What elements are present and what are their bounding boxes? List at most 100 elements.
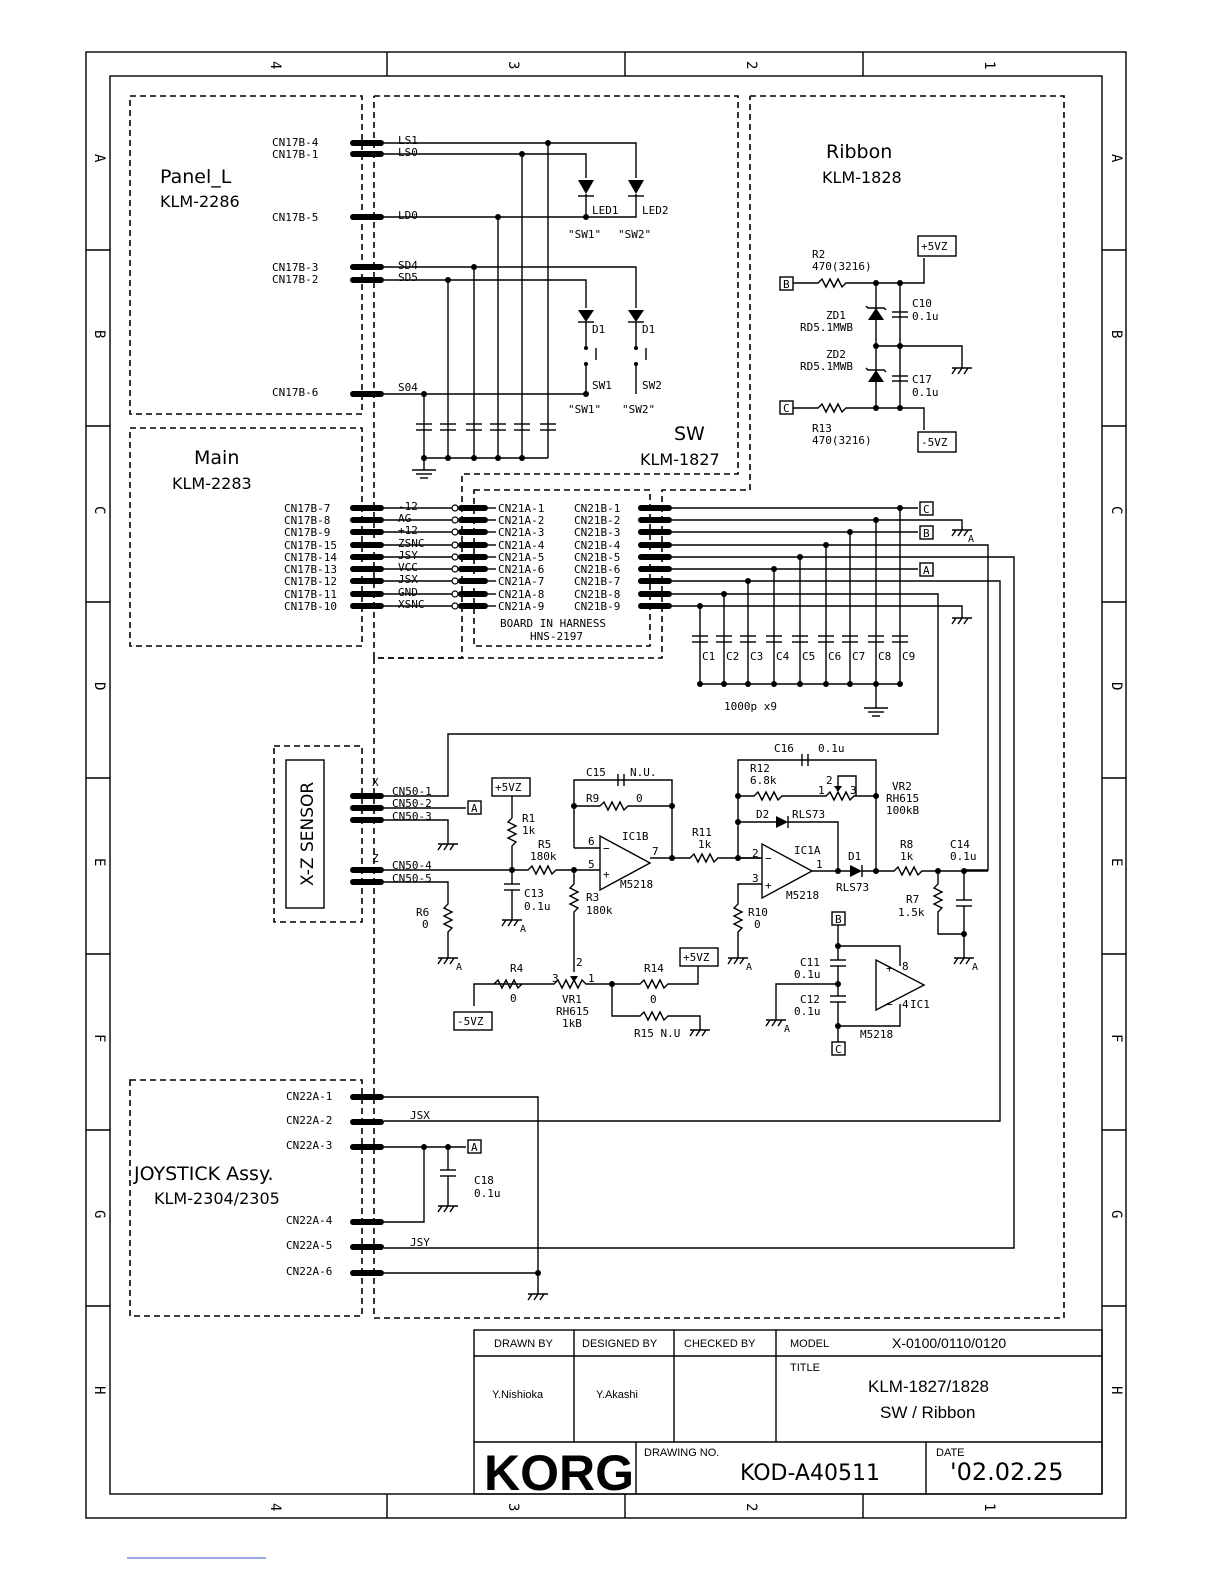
r12-label: R12	[750, 762, 770, 775]
tag-a: A	[471, 802, 478, 815]
date-value: '02.02.25	[950, 1458, 1063, 1486]
net-label: LS1	[398, 134, 418, 147]
r12-value: 6.8k	[750, 774, 777, 787]
ic1-part: M5218	[860, 1028, 893, 1041]
net-jsy: JSY	[410, 1236, 430, 1249]
row-label: B	[91, 330, 107, 338]
cn22a-pin: CN22A-3	[286, 1139, 332, 1152]
junction-dot	[721, 681, 727, 687]
row-label: D	[91, 682, 107, 690]
cn21a-pin-bar	[458, 603, 488, 609]
row-label: F	[1108, 1034, 1124, 1042]
junction-dot	[847, 529, 853, 535]
cn17b-pin-bar	[350, 566, 384, 572]
tag-b: B	[923, 527, 930, 540]
row-label: H	[91, 1386, 107, 1394]
drawing-no-header: DRAWING NO.	[644, 1447, 719, 1459]
net-label: VCC	[398, 561, 418, 574]
d1-part: RLS73	[836, 881, 869, 894]
cn17b-pin: CN17B-11	[284, 588, 337, 601]
vr2-label: VR2	[892, 780, 912, 793]
c10-label: C10	[912, 297, 932, 310]
c13-label: C13	[524, 887, 544, 900]
designed-by-value: Y.Akashi	[596, 1389, 638, 1401]
sw2-quote: "SW2"	[622, 403, 655, 416]
r9-label: R9	[586, 792, 599, 805]
ic1-plus: +	[886, 962, 893, 975]
cap-label: C5	[802, 650, 815, 663]
cn17b-pin: CN17B-13	[284, 563, 337, 576]
cn21b-pin-bar	[638, 529, 672, 535]
junction-dot	[897, 681, 903, 687]
net-label: SD5	[398, 271, 418, 284]
c10-value: 0.1u	[912, 310, 939, 323]
r7-label: R7	[906, 893, 919, 906]
m5vz-label: -5VZ	[921, 436, 948, 449]
cn21b-pin: CN21B-4	[574, 539, 621, 552]
cn50-pin: CN50-5	[392, 872, 432, 885]
ic1b-label: IC1B	[622, 830, 649, 843]
r4-label: R4	[510, 962, 524, 975]
cn21a-pin-bar	[458, 529, 488, 535]
open-contact	[451, 528, 459, 536]
checked-by-header: CHECKED BY	[684, 1338, 756, 1350]
sensor-block-name: X-Z SENSOR	[298, 782, 318, 886]
tag-b: B	[835, 913, 842, 926]
row-label: G	[1108, 1210, 1124, 1218]
cn21b-pin-bar	[638, 566, 672, 572]
sensor-connector: CN50-1 CN50-2 CN50-3 CN50-4 CN50-5 X Z A	[350, 776, 512, 896]
cap-label: C2	[726, 650, 739, 663]
p5vz-label: +5VZ	[495, 781, 522, 794]
ribbon-power-circuit: B C +5VZ -5VZ R2 470(3216) R13 470(3216)…	[779, 235, 972, 453]
cn21b-pin-bar	[638, 517, 672, 523]
tag-c: C	[835, 1043, 842, 1056]
sw2-label: SW2	[642, 379, 662, 392]
vr1-pin3: 3	[552, 972, 559, 985]
r3-label: R3	[586, 891, 599, 904]
net-label: +12	[398, 524, 418, 537]
panel-connectors: CN17B-4 CN17B-1 CN17B-5 CN17B-3 CN17B-2 …	[272, 134, 418, 399]
tag-a: A	[923, 564, 930, 577]
main-block-part: KLM-2283	[172, 474, 252, 493]
pin7: 7	[652, 845, 659, 858]
junction-dot	[771, 566, 777, 572]
m5vz-label: -5VZ	[457, 1015, 484, 1028]
junction-dot	[771, 681, 777, 687]
model-value: X-0100/0110/0120	[892, 1335, 1006, 1351]
sw2-quote: "SW2"	[618, 228, 651, 241]
r8-label: R8	[900, 838, 913, 851]
cn17b-pin: CN17B-3	[272, 261, 318, 274]
r10-label: R10	[748, 906, 768, 919]
cn21a-pin-bar	[458, 517, 488, 523]
cn21a-pin: CN21A-2	[498, 514, 544, 527]
cn17b-pin: CN17B-5	[272, 211, 318, 224]
junction-dot	[873, 681, 879, 687]
r9-value: 0	[636, 792, 643, 805]
junction-dot	[697, 603, 703, 609]
gnd-a: A	[520, 924, 526, 935]
net-label: JSX	[398, 573, 418, 586]
cap-label: C9	[902, 650, 915, 663]
cn17b-pin-bar	[350, 578, 384, 584]
cap-label: C8	[878, 650, 891, 663]
open-contact	[451, 541, 459, 549]
ic1b-minus: −	[603, 842, 610, 855]
c12-value: 0.1u	[794, 1005, 821, 1018]
cn22a-pin: CN22A-4	[286, 1214, 333, 1227]
cn21a-pin: CN21A-9	[498, 600, 544, 613]
ribbon-block-name: Ribbon	[826, 141, 892, 163]
col-label: 3	[505, 61, 521, 69]
col-label: 2	[743, 61, 759, 69]
vr1-pin2: 2	[576, 956, 583, 969]
cn17b-pin: CN17B-12	[284, 575, 337, 588]
cn21b-pin-bar	[638, 554, 672, 560]
net-label: S04	[398, 381, 418, 394]
c17-label: C17	[912, 373, 932, 386]
ribbon-block-part: KLM-1828	[822, 168, 902, 187]
drawn-by-header: DRAWN BY	[494, 1338, 554, 1350]
main-block-name: Main	[194, 447, 239, 469]
p5vz-label: +5VZ	[921, 240, 948, 253]
r6-label: R6	[416, 906, 429, 919]
vr2-value: 100kB	[886, 804, 919, 817]
